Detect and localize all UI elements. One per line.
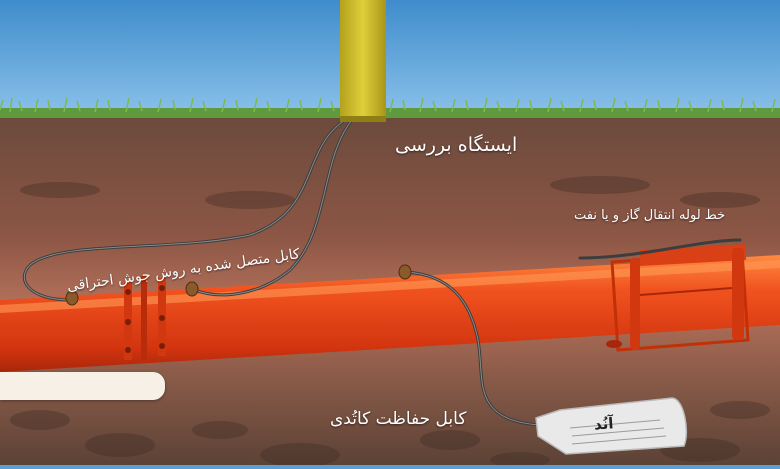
pipeline-label: خط لوله انتقال گاز و یا نفت <box>574 208 726 223</box>
sky <box>0 0 780 118</box>
inspection-post <box>340 0 386 122</box>
grass-strip <box>0 108 780 118</box>
anode-label: آنُد <box>593 414 615 434</box>
caption-box <box>0 372 165 400</box>
cables-sheen <box>23 119 541 426</box>
cathodic-cable-label: کابل حفاظت کاتُدی <box>330 409 467 429</box>
pipeline-highlight <box>0 260 780 313</box>
grass-blades <box>0 97 776 113</box>
pipeline <box>0 255 780 372</box>
cable-to-pipeline <box>578 238 742 260</box>
weld-points <box>65 264 412 306</box>
rock-layer <box>10 176 770 468</box>
inspection-station-label: ایستگاه بررسی <box>395 134 518 156</box>
pipe-flange <box>124 276 166 360</box>
anode-bag <box>535 397 688 455</box>
